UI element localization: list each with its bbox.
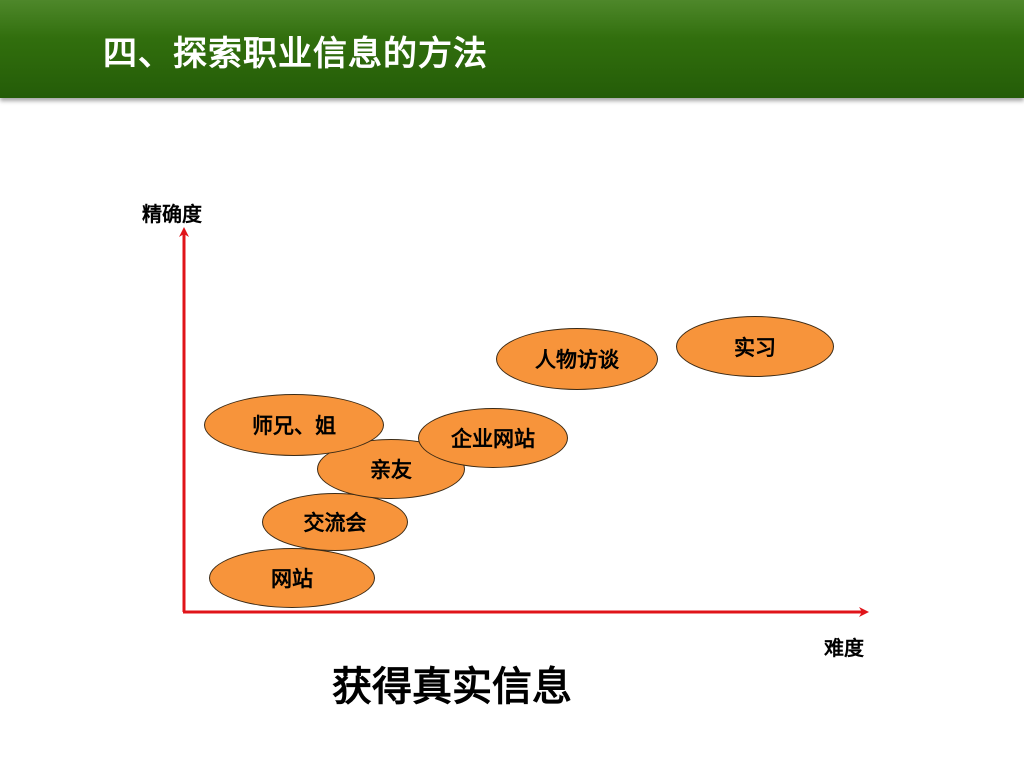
method-bubble-website: 网站 [209,548,375,608]
method-bubble-company-website: 企业网站 [418,408,568,468]
method-bubble-internship: 实习 [676,316,834,377]
slide-title: 四、探索职业信息的方法 [103,34,488,74]
method-bubble-job-fair: 交流会 [262,493,408,551]
x-axis-label: 难度 [824,636,864,660]
conclusion-text: 获得真实信息 [332,664,572,710]
y-axis-label: 精确度 [142,202,202,226]
title-bar: 四、探索职业信息的方法 [0,0,1024,98]
method-bubble-interview: 人物访谈 [496,328,658,390]
method-bubble-seniors: 师兄、姐 [204,394,384,456]
